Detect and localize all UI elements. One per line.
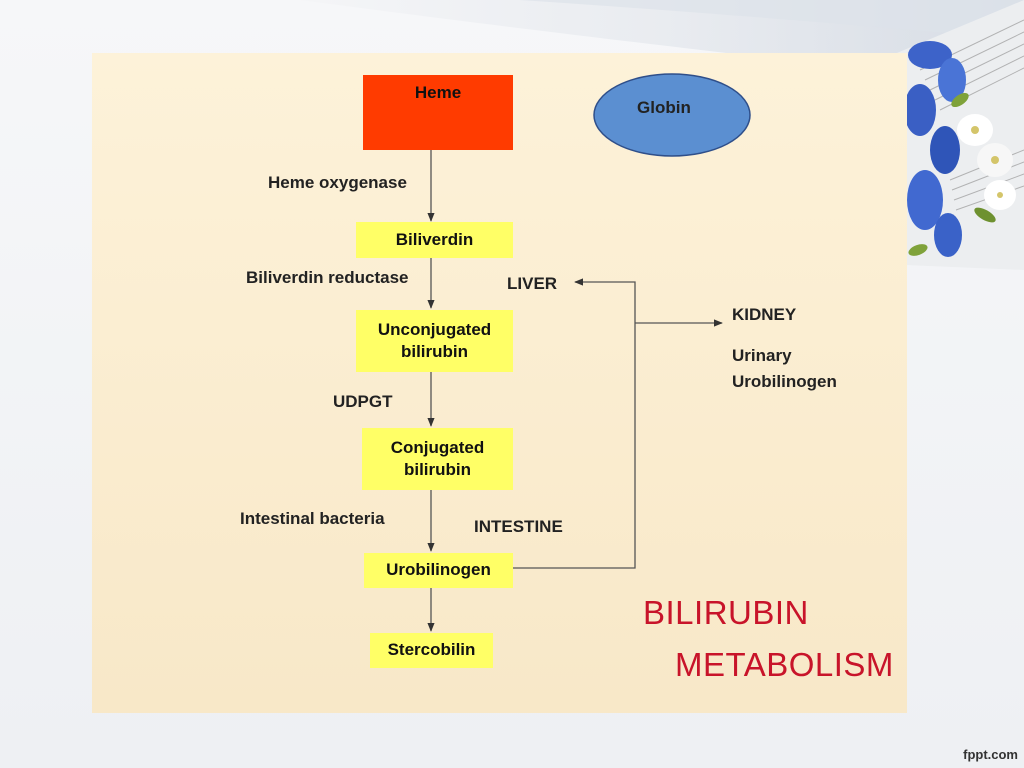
kidney-label: KIDNEY	[732, 305, 797, 324]
flower-decoration	[904, 41, 1016, 257]
biliverdin-label: Biliverdin	[395, 229, 474, 249]
footer-brand: fppt.com	[963, 747, 1018, 762]
heme-oxygenase-label: Heme oxygenase	[268, 173, 407, 192]
heme-box: Heme	[363, 75, 513, 150]
unconjugated-bilirubin-label: Unconjugated bilirubin	[377, 319, 492, 361]
urinary-urobilinogen-label: Urinary Urobilinogen	[732, 346, 837, 392]
globin-ellipse	[593, 73, 751, 157]
stercobilin-label: Stercobilin	[387, 640, 476, 660]
conjugated-bilirubin-box: Conjugated bilirubin	[362, 428, 513, 490]
slide-panel	[92, 53, 907, 713]
urobilinogen-box: Urobilinogen	[364, 553, 513, 588]
intestinal-bacteria-label: Intestinal bacteria	[240, 509, 385, 528]
udpgt-label: UDPGT	[333, 392, 393, 411]
biliverdin-reductase-label: Biliverdin reductase	[246, 268, 409, 287]
biliverdin-box: Biliverdin	[356, 222, 513, 258]
unconjugated-bilirubin-box: Unconjugated bilirubin	[356, 310, 513, 372]
urobilinogen-label: Urobilinogen	[386, 560, 491, 580]
return-path-liver	[513, 278, 636, 569]
title-line-1: BILIRUBIN	[643, 594, 809, 631]
liver-label: LIVER	[507, 274, 558, 293]
title-line-2: METABOLISM	[675, 646, 894, 683]
heme-label: Heme	[414, 83, 462, 102]
stercobilin-box: Stercobilin	[370, 633, 493, 668]
conjugated-bilirubin-label: Conjugated bilirubin	[390, 437, 485, 479]
intestine-label: INTESTINE	[474, 517, 563, 536]
globin-label: Globin	[637, 98, 691, 117]
